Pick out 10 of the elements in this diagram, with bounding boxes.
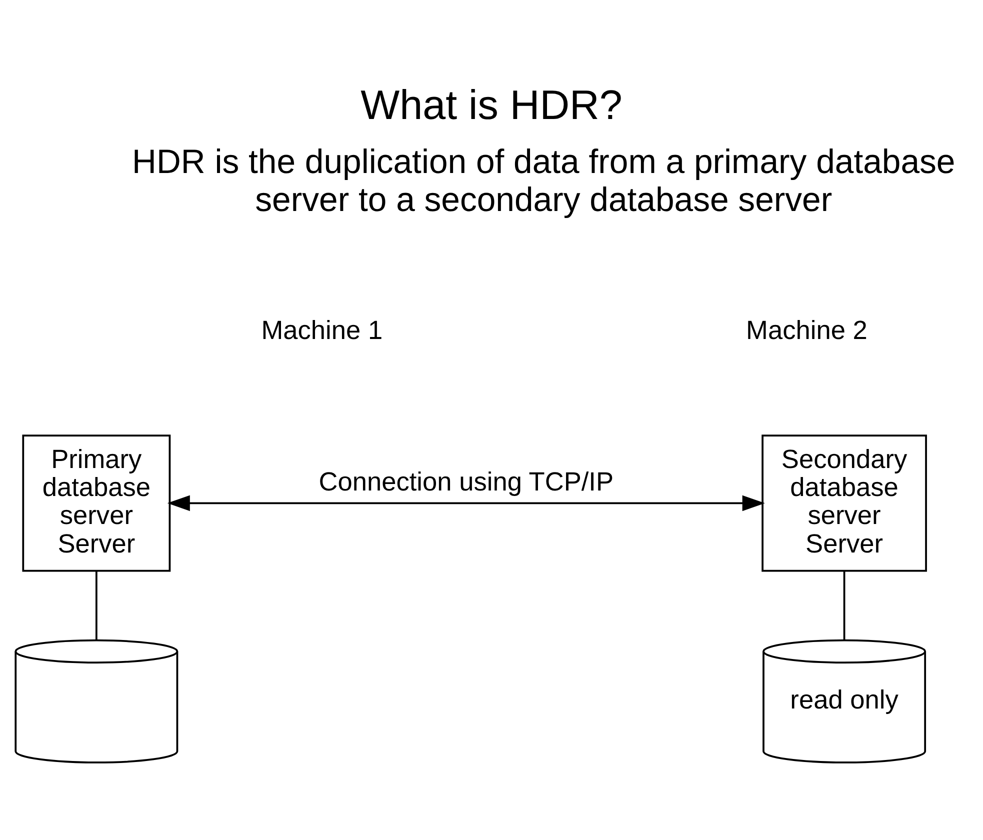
diagram-title: What is HDR? [360,82,622,128]
node-box: Primary database server Server [22,434,171,572]
connector [843,570,846,640]
label: HDR is the duplication of data from a primary database server to a secondary database server [132,142,956,218]
node-box: Secondary database server Server [762,434,927,572]
edge-label: Connection using TCP/IP [318,466,614,496]
label: Machine 2 [746,314,868,345]
connector [96,570,98,640]
label: Machine 1 [261,314,383,345]
arrow [167,494,765,511]
